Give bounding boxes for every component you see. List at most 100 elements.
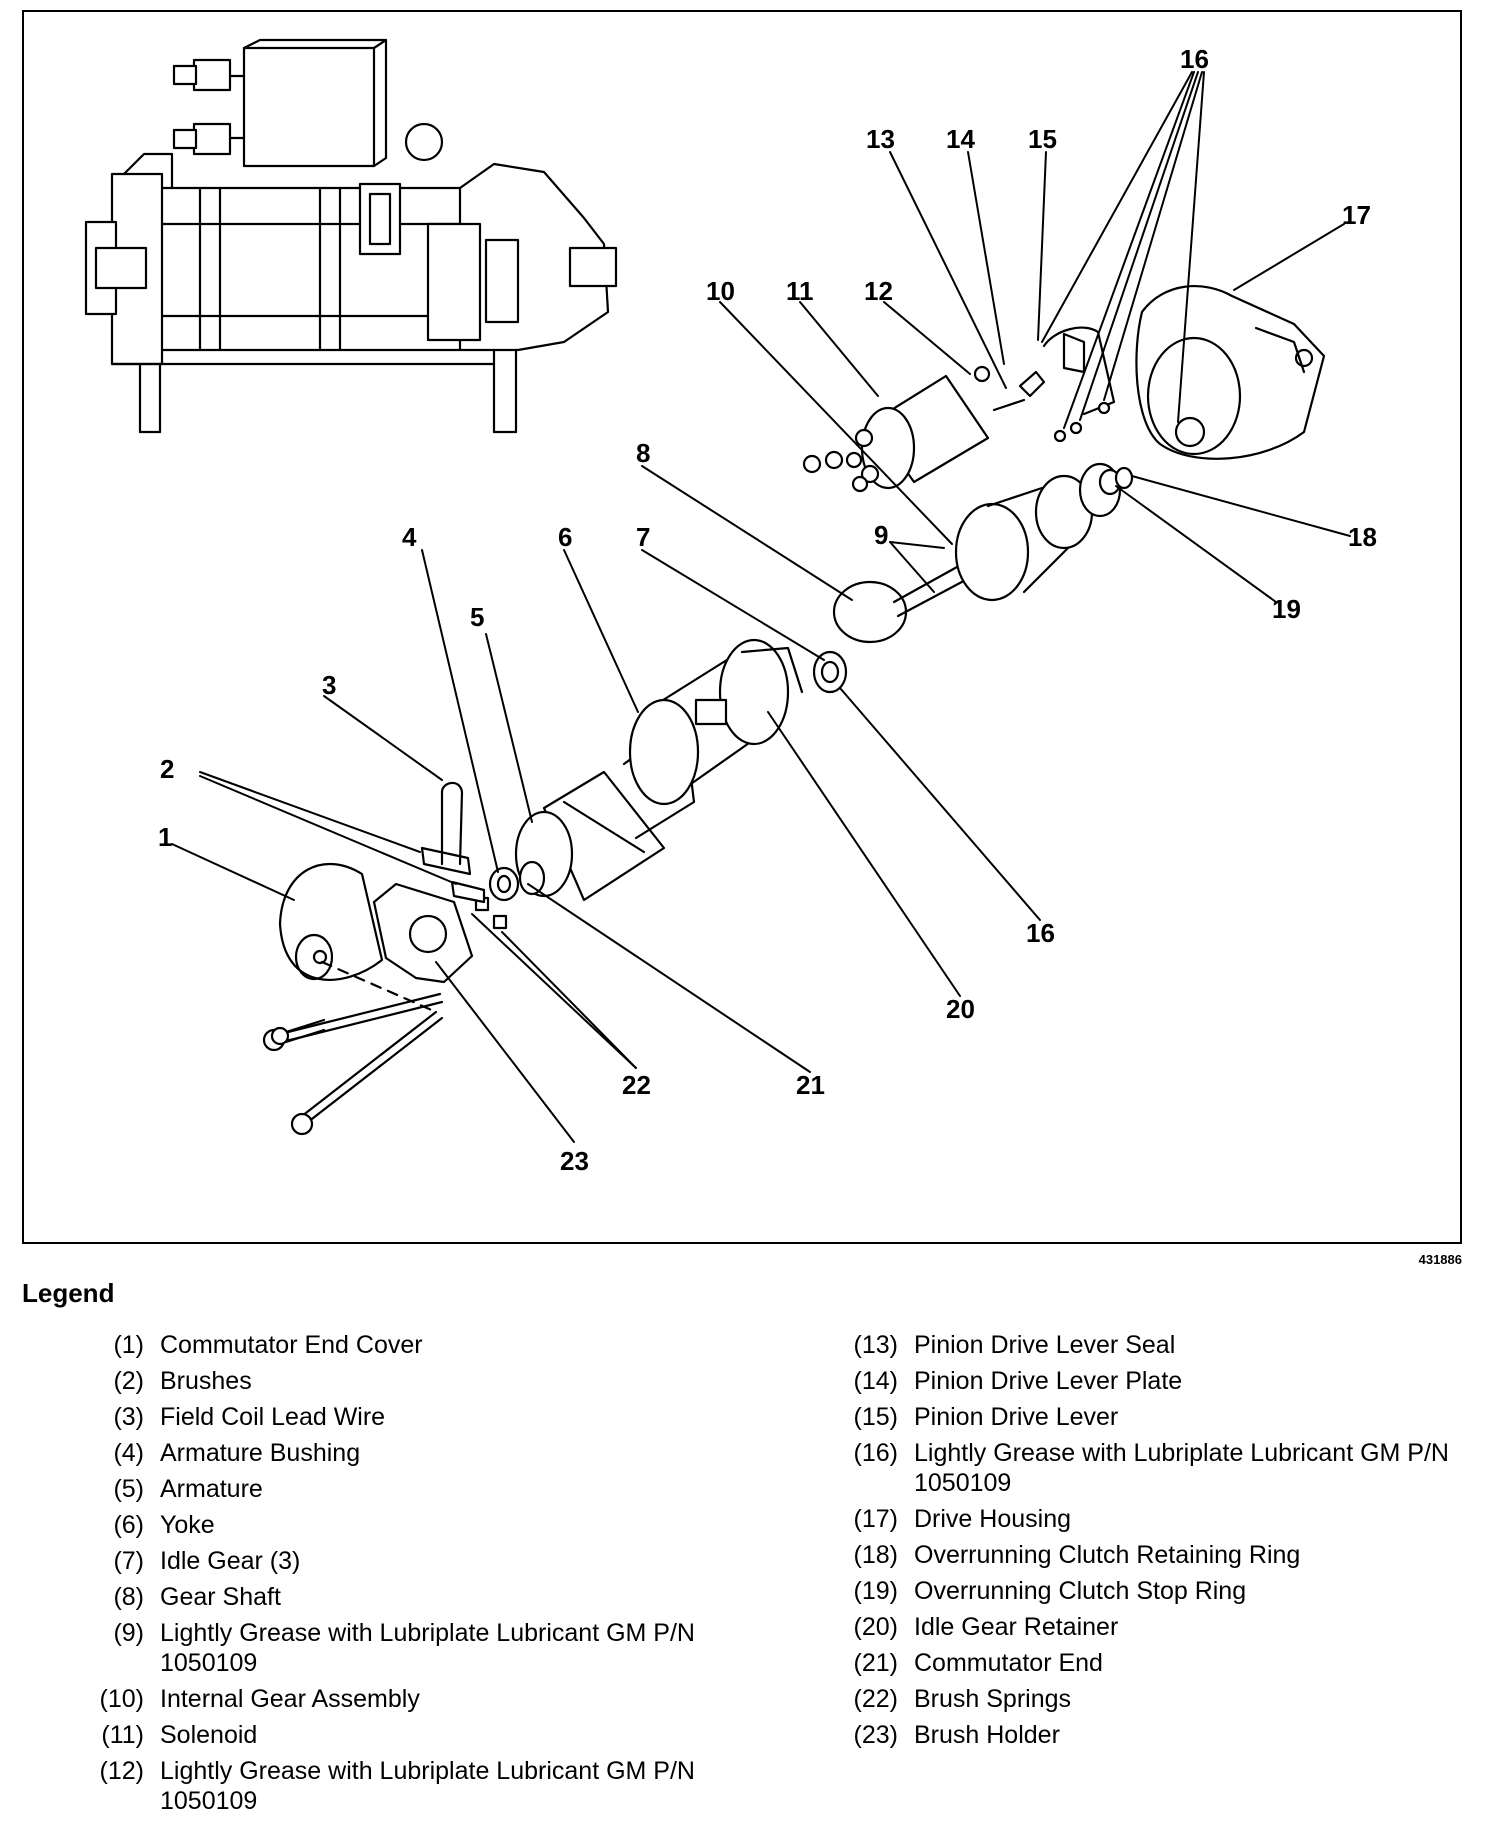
legend-item-text: Brush Holder <box>914 1721 1060 1749</box>
legend-item-text: Overrunning Clutch Stop Ring <box>914 1577 1247 1605</box>
legend-item: (12) Lightly Grease with Lubriplate Lubri… <box>66 1756 746 1816</box>
legend-item: (2) Brushes <box>66 1366 746 1396</box>
legend-item-number: (13) <box>853 1331 898 1359</box>
brushes-and-lead <box>420 781 486 904</box>
yoke <box>628 638 804 806</box>
leader-lines <box>171 71 1351 1143</box>
legend-item-number: (11) <box>101 1721 144 1749</box>
legend-item-text: Yoke <box>160 1511 215 1539</box>
callout-8: 8 <box>636 438 650 468</box>
legend-item-number: (19) <box>853 1577 898 1605</box>
legend-item-number: (7) <box>113 1547 144 1575</box>
legend-item-number: (23) <box>853 1721 898 1749</box>
through-bolts <box>262 960 444 1136</box>
armature <box>514 718 696 902</box>
legend-item: (6) Yoke <box>66 1510 746 1540</box>
legend-item-text: Commutator End Cover <box>160 1331 423 1359</box>
legend-item: (10) Internal Gear Assembly <box>66 1684 746 1714</box>
drive-housing <box>1135 285 1326 460</box>
legend-item-number: (2) <box>113 1367 144 1395</box>
callout-3: 3 <box>322 670 336 700</box>
solenoid <box>802 365 991 493</box>
callout-4: 4 <box>402 522 417 552</box>
callout-16-top: 16 <box>1180 44 1209 74</box>
legend-item-number: (17) <box>853 1505 898 1533</box>
callout-2: 2 <box>160 754 174 784</box>
commutator-end-cover <box>278 862 384 981</box>
armature-bushing <box>488 866 520 902</box>
legend-item-text: Solenoid <box>160 1721 258 1749</box>
legend-item-number: (4) <box>113 1439 144 1467</box>
brush-holder <box>372 882 508 984</box>
legend-item-text: Lightly Grease with Lubriplate Lubricant… <box>160 1619 695 1677</box>
legend-item-number: (9) <box>113 1619 144 1647</box>
legend-item-text: Pinion Drive Lever <box>914 1403 1119 1431</box>
callout-14: 14 <box>946 124 975 154</box>
legend-item-text: Drive Housing <box>914 1505 1072 1533</box>
legend-item: (11) Solenoid <box>66 1720 746 1750</box>
legend-item-text: Overrunning Clutch Retaining Ring <box>914 1541 1301 1569</box>
callout-12: 12 <box>864 276 893 306</box>
callout-22: 22 <box>622 1070 651 1100</box>
callout-labels: 1 2 3 4 5 6 7 8 9 10 11 12 13 14 15 16 1… <box>158 44 1377 1176</box>
callout-16-bottom: 16 <box>1026 918 1055 948</box>
pinion-drive-lever <box>992 326 1116 443</box>
legend-item: (18)Overrunning Clutch Retaining Ring <box>820 1540 1480 1570</box>
callout-7: 7 <box>636 522 650 552</box>
legend-item-text: Lightly Grease with Lubriplate Lubricant… <box>160 1757 695 1815</box>
legend-item-text: Pinion Drive Lever Seal <box>914 1331 1176 1359</box>
callout-11: 11 <box>786 276 814 306</box>
legend-item: (19) Overrunning Clutch Stop Ring <box>820 1576 1480 1606</box>
idle-gear <box>812 650 848 694</box>
figure-id: 431886 <box>1418 1252 1462 1267</box>
legend-item: (8)Gear Shaft <box>66 1582 746 1612</box>
legend-item-text: Idle Gear (3) <box>160 1547 301 1575</box>
legend-item-number: (21) <box>853 1649 898 1677</box>
legend-item-number: (12) <box>99 1757 144 1785</box>
legend-item-text: Idle Gear Retainer <box>914 1613 1119 1641</box>
legend-item-text: Commutator End <box>914 1649 1103 1677</box>
legend-column-right: (13) Pinion Drive Lever Seal (14) Pinion Dr… <box>820 1330 1480 1756</box>
legend-item-number: (15) <box>853 1403 898 1431</box>
legend-column-left: (1) Commutator End Cover (2) Brushes (3) Fiel… <box>66 1330 746 1822</box>
legend-item: (13) Pinion Drive Lever Seal <box>820 1330 1480 1360</box>
legend-item: (16) Lightly Grease with Lubriplate Lubri… <box>820 1438 1480 1498</box>
clutch-rings <box>1098 466 1134 496</box>
legend-item-number: (6) <box>113 1511 144 1539</box>
callout-19: 19 <box>1272 594 1301 624</box>
legend-item-text: Lightly Grease with Lubriplate Lubricant… <box>914 1439 1449 1497</box>
legend-title: Legend <box>22 1278 115 1308</box>
callout-20: 20 <box>946 994 975 1024</box>
legend-item-text: Pinion Drive Lever Plate <box>914 1367 1183 1395</box>
legend-item-text: Field Coil Lead Wire <box>160 1403 386 1431</box>
legend-item-text: Brushes <box>160 1367 252 1395</box>
legend-item-number: (14) <box>853 1367 898 1395</box>
legend-item-number: (3) <box>113 1403 144 1431</box>
legend-item-number: (16) <box>853 1439 898 1467</box>
legend-item: (15) Pinion Drive Lever <box>820 1402 1480 1432</box>
legend-item: (23) Brush Holder <box>820 1720 1480 1750</box>
legend-item-number: (20) <box>853 1613 898 1641</box>
legend-item-number: (8) <box>113 1583 144 1611</box>
callout-15: 15 <box>1028 124 1057 154</box>
legend-item-text: Internal Gear Assembly <box>160 1685 420 1713</box>
legend-item-number: (10) <box>99 1685 144 1713</box>
legend-item: (9) Lightly Grease with Lubriplate Lubric… <box>66 1618 746 1678</box>
legend-item: (22)Brush Springs <box>820 1684 1480 1714</box>
legend-item-number: (22) <box>853 1685 898 1713</box>
callout-18: 18 <box>1348 522 1377 552</box>
callout-13: 13 <box>866 124 895 154</box>
callout-17: 17 <box>1342 200 1371 230</box>
legend-item: (17) Drive Housing <box>820 1504 1480 1534</box>
callout-21: 21 <box>796 1070 825 1100</box>
legend-item-number: (1) <box>113 1331 144 1359</box>
callout-9: 9 <box>874 520 888 550</box>
legend-item: (14) Pinion Drive Lever Plate <box>820 1366 1480 1396</box>
callout-23: 23 <box>560 1146 589 1176</box>
legend-item-text: Armature <box>160 1475 263 1503</box>
callout-1: 1 <box>158 822 172 852</box>
internal-gear-assembly <box>954 462 1122 602</box>
exploded-starter-diagram: 1 2 3 4 5 6 7 8 9 10 11 12 13 14 15 16 1… <box>84 38 1377 1176</box>
callout-10: 10 <box>706 276 735 306</box>
diagram-frame: 1 2 3 4 5 6 7 8 9 10 11 12 13 14 15 16 1… <box>22 10 1462 1244</box>
